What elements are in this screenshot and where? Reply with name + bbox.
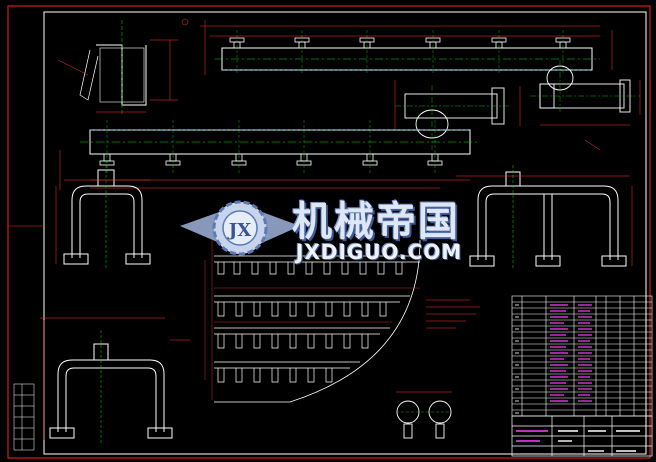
bracket-array-arc (214, 239, 421, 403)
channel-section-view (57, 18, 189, 115)
bracket-array-teeth (217, 262, 403, 383)
flange-detail (396, 391, 452, 439)
bom-index-marks (515, 304, 519, 414)
title-block-text-marks (516, 430, 640, 452)
watermark-logo-letters: JX (227, 220, 252, 241)
u-bracket-left-dims (55, 160, 150, 270)
bill-of-materials-table (511, 295, 653, 417)
u-bracket-bottom-dims (40, 317, 190, 445)
sheet-inner-border (43, 11, 647, 455)
watermark-logo: JX (180, 200, 300, 256)
watermark-name-en: JXDIGUO.COM (296, 240, 463, 264)
main-header-pipe-middle (59, 129, 480, 190)
top-pipe-nozzles (229, 37, 571, 49)
main-header-pipe-top (200, 20, 613, 75)
u-bracket-right-dims (456, 165, 633, 270)
watermark-name-cn: 机械帝国 (292, 199, 460, 245)
title-block (511, 415, 653, 457)
u-bracket-left (63, 169, 151, 265)
bom-cell-text-marks (550, 304, 592, 402)
middle-pipe-nozzle-centerlines (106, 120, 436, 175)
technical-notes (426, 299, 480, 329)
u-bracket-bottom (49, 343, 173, 439)
left-binding-table (13, 383, 35, 451)
sheet-outer-border (7, 5, 651, 459)
bracket-array-leaders (204, 240, 420, 400)
elbow-centerlines (395, 60, 640, 150)
bracket-array-view (214, 255, 420, 369)
elbow-dimensions (394, 80, 641, 151)
u-bracket-right (469, 171, 627, 267)
pipe-elbow-assembly (404, 65, 631, 139)
middle-pipe-nozzles (99, 153, 443, 166)
top-pipe-nozzle-centerlines (236, 30, 564, 75)
